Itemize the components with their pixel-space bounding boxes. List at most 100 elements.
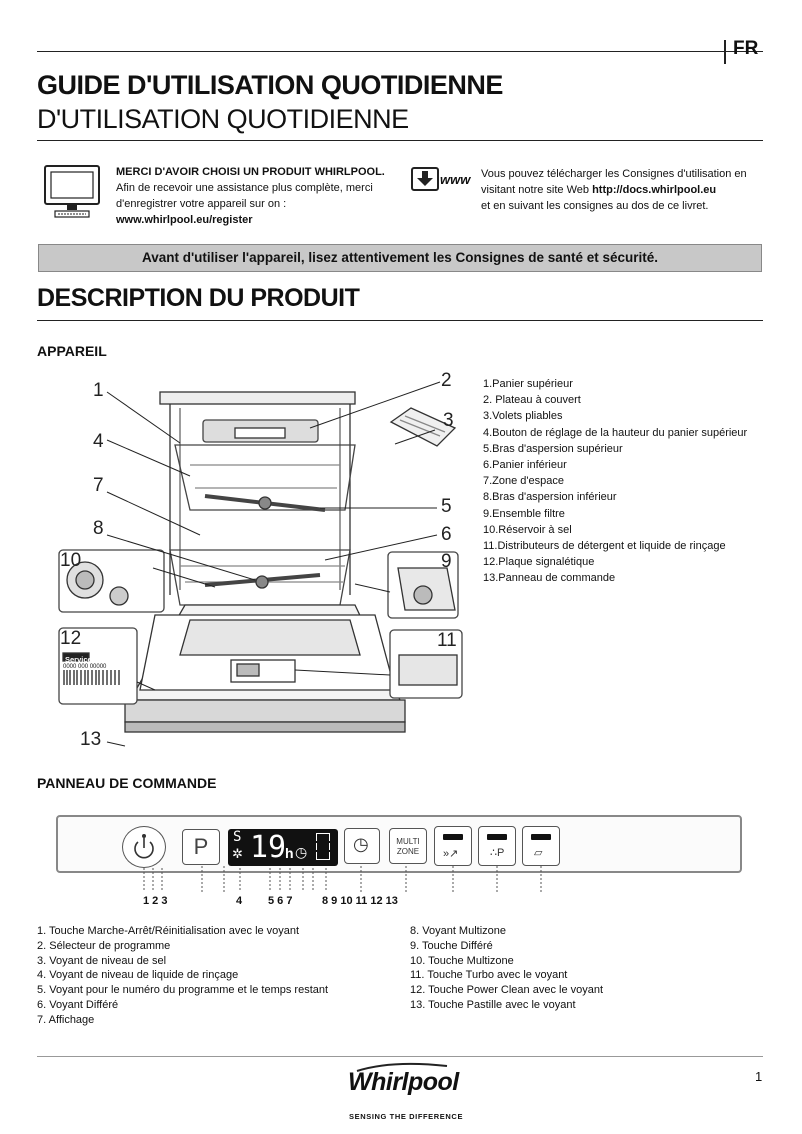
part-item: 7.Zone d'espace <box>483 475 564 488</box>
multizone-label-2: ZONE <box>396 847 420 856</box>
tablet-button[interactable]: ▱ <box>522 826 560 866</box>
power-clean-led <box>487 834 507 840</box>
panel-leader-lines <box>143 866 542 892</box>
download-info: Vous pouvez télécharger les Consignes d'… <box>481 166 747 214</box>
part-item: 9.Ensemble filtre <box>483 507 565 520</box>
part-item: 12.Plaque signalétique <box>483 556 595 569</box>
callout-4: 4 <box>93 431 104 452</box>
page-subtitle: D'UTILISATION QUOTIDIENNE <box>37 104 409 134</box>
panel-numbers-8-13: 8 9 10 11 12 13 <box>322 895 398 907</box>
thanks-text: MERCI D'AVOIR CHOISI UN PRODUIT WHIRLPOO… <box>116 166 385 178</box>
legend-item: 2. Sélecteur de programme <box>37 939 171 952</box>
part-item: 11.Distributeurs de détergent et liquide… <box>483 540 726 553</box>
callout-11: 11 <box>437 630 457 651</box>
callout-7: 7 <box>93 475 104 496</box>
page-title: GUIDE D'UTILISATION QUOTIDIENNE <box>37 70 503 100</box>
turbo-icon: »↗ <box>443 848 459 860</box>
download-icon <box>411 167 439 191</box>
legend-item: 4. Voyant de niveau de liquide de rinçag… <box>37 969 239 982</box>
legend-item: 7. Affichage <box>37 1013 95 1026</box>
panel-number-4: 4 <box>236 895 243 907</box>
docs-link[interactable]: http://docs.whirlpool.eu <box>592 184 717 196</box>
panel-numbers-5-7: 5 6 7 <box>268 895 293 907</box>
delay-button-icon: ◷ <box>353 834 369 854</box>
assistance-text: Afin de recevoir une assistance plus com… <box>116 182 373 194</box>
callout-2: 2 <box>441 370 452 391</box>
register-text: d'enregistrer votre appareil sur on : <box>116 198 287 210</box>
section-title: DESCRIPTION DU PRODUIT <box>37 284 360 312</box>
brand-tagline: SENSING THE DIFFERENCE <box>349 1112 464 1121</box>
legend-item: 3. Voyant de niveau de sel <box>37 954 167 967</box>
legend-item: 9. Touche Différé <box>410 939 493 952</box>
tablet-icon: ▱ <box>534 847 543 859</box>
program-button[interactable]: P <box>182 829 220 865</box>
callout-12: 12 <box>60 628 82 649</box>
display: S ✲ 19 h ◷ <box>228 829 338 866</box>
language-divider <box>724 40 726 64</box>
tablet-led <box>531 834 551 840</box>
download-line3: et en suivant les consignes au dos de ce… <box>481 200 709 212</box>
www-label: www <box>440 172 471 187</box>
callout-10: 10 <box>60 550 82 571</box>
callout-1: 1 <box>93 380 104 401</box>
callout-13: 13 <box>80 729 102 750</box>
part-item: 10.Réservoir à sel <box>483 523 572 536</box>
legend-item: 6. Voyant Différé <box>37 998 119 1011</box>
multizone-indicators <box>316 833 330 861</box>
rinse-aid-icon: ✲ <box>232 846 243 861</box>
multizone-button[interactable]: MULTI ZONE <box>389 828 427 864</box>
safety-warning-banner: Avant d'utiliser l'appareil, lisez atten… <box>38 244 762 272</box>
panel-numbers-1-3: 1 2 3 <box>143 895 168 907</box>
part-item: 2. Plateau à couvert <box>483 394 581 407</box>
part-item: 1.Panier supérieur <box>483 378 573 390</box>
download-line2: visitant notre site Web http://docs.whir… <box>481 182 747 198</box>
part-item: 13.Panneau de commande <box>483 572 616 585</box>
part-item: 8.Bras d'aspersion inférieur <box>483 491 617 504</box>
display-unit: h <box>285 845 294 861</box>
download-line2-prefix: visitant notre site Web <box>481 184 593 196</box>
part-item: 5.Bras d'aspersion supérieur <box>483 442 623 455</box>
delay-button[interactable]: ◷ <box>344 828 380 864</box>
appareil-heading: APPAREIL <box>37 343 107 359</box>
display-digits: 19 <box>250 830 287 865</box>
legend-item: 5. Voyant pour le numéro du programme et… <box>37 984 329 997</box>
display-salt-indicator: S <box>233 829 242 845</box>
part-item: 3.Volets pliables <box>483 410 563 423</box>
power-button[interactable] <box>122 826 166 868</box>
language-label: FR <box>733 38 759 59</box>
legend-item: 1. Touche Marche-Arrêt/Réinitialisation … <box>37 925 300 937</box>
page-number: 1 <box>755 1069 763 1084</box>
legend-item: 8. Voyant Multizone <box>410 925 507 937</box>
part-item: 6.Panier inférieur <box>483 459 567 472</box>
legend-item: 12. Touche Power Clean avec le voyant <box>410 984 604 997</box>
dishwasher-diagram: Service: 0000 000 00000 <box>58 381 463 747</box>
legend-item: 13. Touche Pastille avec le voyant <box>410 998 576 1011</box>
register-link[interactable]: www.whirlpool.eu/register <box>116 214 253 226</box>
register-info: MERCI D'AVOIR CHOISI UN PRODUIT WHIRLPOO… <box>116 164 385 228</box>
plate-service-number: 0000 000 00000 <box>63 664 107 670</box>
brand-logo: Whirlpool <box>348 1068 459 1096</box>
callout-3: 3 <box>443 410 454 431</box>
panneau-heading: PANNEAU DE COMMANDE <box>37 775 217 791</box>
turbo-button[interactable]: »↗ <box>434 826 472 866</box>
legend-item: 10. Touche Multizone <box>410 954 514 967</box>
power-clean-icon: ∴P <box>490 847 505 859</box>
panel-legend-left: 1. Touche Marche-Arrêt/Réinitialisation … <box>37 924 328 1028</box>
legend-item: 11. Touche Turbo avec le voyant <box>410 969 568 982</box>
callout-6: 6 <box>441 524 452 545</box>
multizone-label-1: MULTI <box>396 837 420 846</box>
callout-5: 5 <box>441 496 452 517</box>
callout-8: 8 <box>93 518 104 539</box>
download-line1: Vous pouvez télécharger les Consignes d'… <box>481 168 747 180</box>
power-clean-button[interactable]: ∴P <box>478 826 516 866</box>
plate-service-label: Service: <box>65 655 94 664</box>
whirlpool-swirl-logo <box>356 1062 448 1072</box>
top-rule <box>37 51 763 52</box>
section-rule <box>37 320 763 321</box>
callout-9: 9 <box>441 551 452 572</box>
turbo-led <box>443 834 463 840</box>
part-item: 4.Bouton de réglage de la hauteur du pan… <box>483 426 748 439</box>
delay-icon: ◷ <box>295 844 308 860</box>
panel-legend-right: 8. Voyant Multizone 9. Touche Différé 10… <box>410 924 603 1013</box>
computer-icon <box>44 165 100 218</box>
